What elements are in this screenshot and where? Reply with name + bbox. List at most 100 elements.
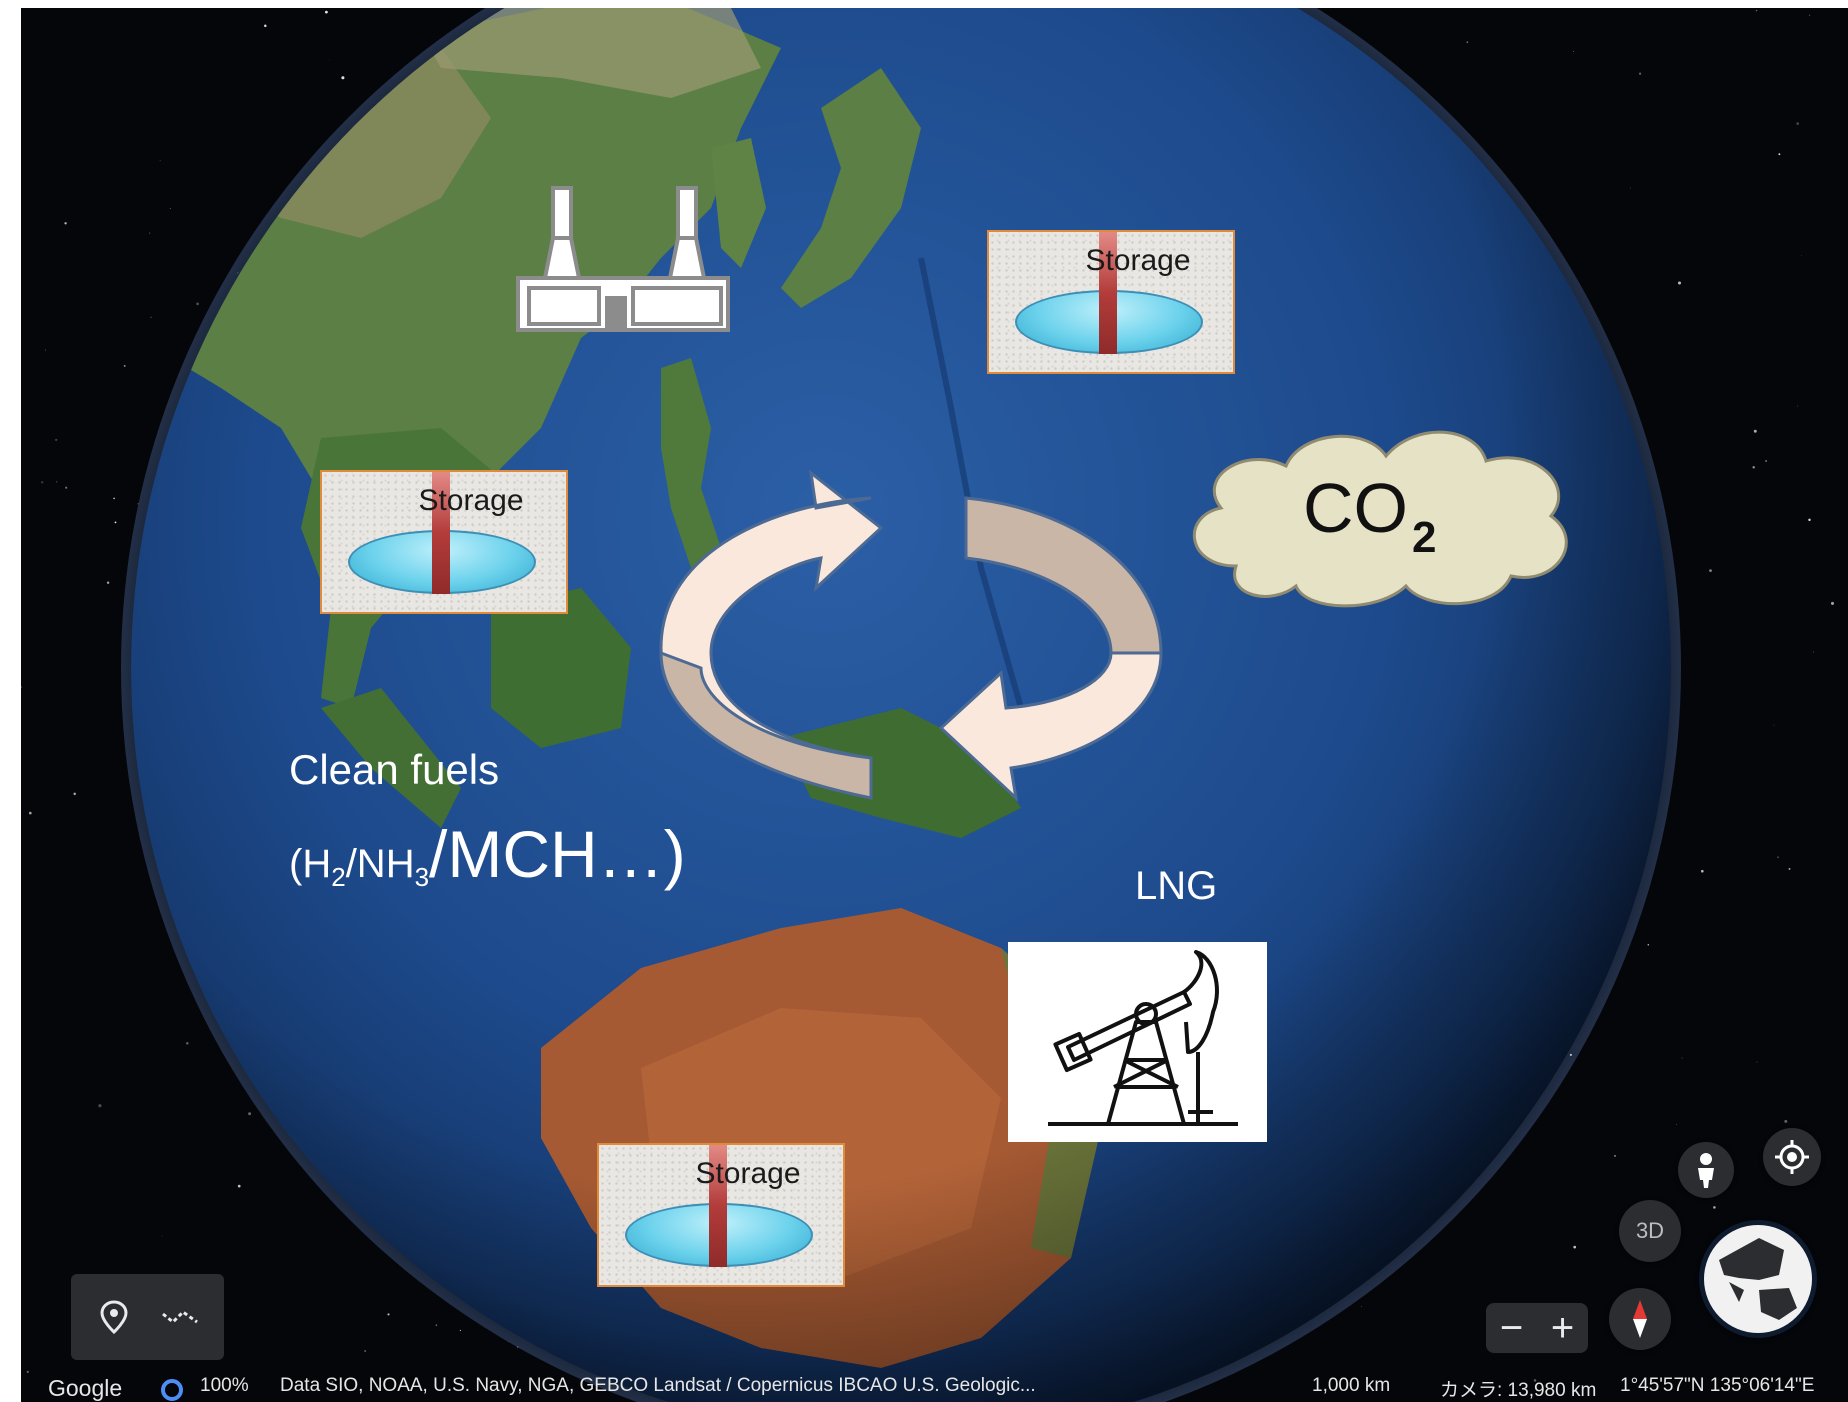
mini-globe-icon <box>1704 1225 1812 1333</box>
star <box>1676 1123 1678 1125</box>
star <box>1752 466 1755 469</box>
zoom-control: − + <box>1486 1303 1588 1353</box>
camera-altitude: カメラ: 13,980 km <box>1440 1380 1597 1401</box>
star <box>1755 9 1758 12</box>
star <box>1773 724 1775 726</box>
place-marker-icon[interactable] <box>99 1300 129 1334</box>
star <box>169 208 171 209</box>
mini-globe-button[interactable] <box>1699 1220 1817 1338</box>
star <box>55 438 58 441</box>
google-brand: Google <box>48 1375 123 1401</box>
star <box>1777 856 1779 858</box>
star <box>331 1381 334 1383</box>
factory-icon <box>516 186 730 332</box>
compass-button[interactable] <box>1609 1288 1671 1350</box>
star <box>1677 281 1682 285</box>
storage-label: Storage <box>1085 244 1191 277</box>
star <box>26 1370 29 1374</box>
compass-icon <box>1633 1300 1647 1338</box>
star <box>1808 518 1811 522</box>
star <box>1778 153 1781 156</box>
star <box>45 349 47 351</box>
star <box>325 10 328 14</box>
star <box>106 581 110 584</box>
star <box>1753 429 1757 433</box>
storage-label: Storage <box>418 484 524 517</box>
star <box>1361 1306 1362 1308</box>
star <box>1801 255 1803 257</box>
cycle-arrows <box>659 469 1163 803</box>
star <box>98 1104 102 1108</box>
star <box>73 792 76 796</box>
star <box>137 503 139 505</box>
star <box>29 811 32 815</box>
star <box>1797 405 1798 407</box>
star <box>186 1042 189 1045</box>
clean-fuels-label: Clean fuels <box>289 746 500 793</box>
star <box>149 232 151 234</box>
pegman-button[interactable] <box>1678 1142 1734 1198</box>
star <box>459 1329 462 1332</box>
star <box>364 1350 366 1352</box>
star <box>1796 122 1800 125</box>
star <box>558 1399 560 1401</box>
star <box>1756 1061 1758 1063</box>
zoom-out-button[interactable]: − <box>1499 1306 1524 1350</box>
oil-pump-box <box>1008 942 1267 1142</box>
star <box>64 222 67 225</box>
loading-ring-icon <box>161 1379 183 1401</box>
star <box>56 481 58 483</box>
pegman-icon <box>1698 1153 1714 1188</box>
star <box>1681 1057 1683 1059</box>
button-3d-label: 3D <box>1635 1218 1665 1243</box>
star <box>435 1324 438 1326</box>
star <box>1830 601 1835 605</box>
star <box>196 302 199 306</box>
star <box>328 59 330 61</box>
button-3d[interactable]: 3D <box>1619 1200 1681 1262</box>
storage-box-top-right: Storage <box>987 230 1235 374</box>
star <box>237 1184 241 1188</box>
co2-cloud <box>1192 430 1568 608</box>
storage-box-bottom: Storage <box>597 1143 845 1287</box>
map-viewport[interactable]: Storage Storage Storage CO2 Clean fuels … <box>21 8 1848 1402</box>
oil-pump-icon <box>1048 950 1238 1126</box>
storage-box-left: Storage <box>320 470 568 614</box>
star <box>1466 41 1469 44</box>
star <box>1614 1155 1616 1157</box>
storage-pipe <box>709 1145 727 1267</box>
star <box>248 1112 252 1116</box>
star <box>159 160 161 162</box>
zoom-percent: 100% <box>200 1375 249 1396</box>
star <box>161 1235 163 1237</box>
path-tool-icon[interactable] <box>161 1306 199 1328</box>
star <box>40 481 44 484</box>
storage-pipe <box>1099 232 1117 354</box>
star <box>1573 51 1574 52</box>
drawing-tools-panel <box>71 1274 224 1360</box>
star <box>1809 14 1811 16</box>
star <box>1700 869 1704 873</box>
co2-label: CO2 <box>1303 469 1437 562</box>
star <box>150 316 152 318</box>
coordinates: 1°45'57"N 135°06'14"E <box>1620 1375 1815 1396</box>
my-location-icon <box>1775 1140 1809 1174</box>
star <box>1765 460 1767 462</box>
star <box>123 364 126 367</box>
star <box>114 521 117 524</box>
attribution-text[interactable]: Data SIO, NOAA, U.S. Navy, NGA, GEBCO La… <box>280 1375 1036 1396</box>
star <box>1638 72 1642 75</box>
star <box>1805 1378 1807 1380</box>
star <box>1647 943 1650 946</box>
star <box>1713 1206 1716 1209</box>
star <box>65 486 68 489</box>
star <box>341 76 345 80</box>
star <box>1629 187 1631 189</box>
star <box>387 1313 390 1316</box>
zoom-in-button[interactable]: + <box>1550 1306 1575 1350</box>
fuels-formula-label: (H2/NH3/MCH…) <box>289 817 686 892</box>
star <box>21 686 23 688</box>
my-location-button[interactable] <box>1763 1128 1821 1186</box>
storage-pipe <box>432 472 450 594</box>
status-bar: Google 100% Data SIO, NOAA, U.S. Navy, N… <box>0 1370 1848 1402</box>
